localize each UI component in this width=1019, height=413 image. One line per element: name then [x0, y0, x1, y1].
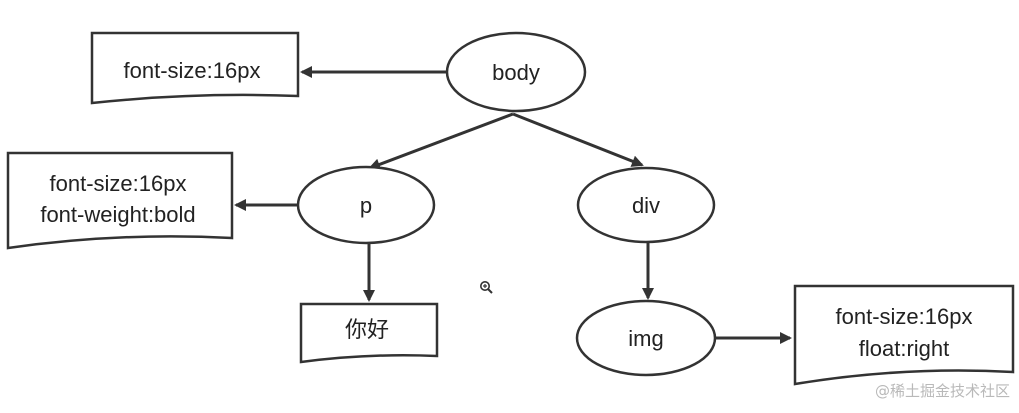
style-body-text: font-size:16px	[124, 58, 261, 83]
node-body	[445, 31, 587, 113]
zoom-in-cursor-icon	[480, 281, 493, 294]
style-box-body	[90, 31, 300, 105]
node-div-label: div	[632, 193, 660, 218]
node-img-label: img	[628, 326, 663, 351]
style-text-content: 你好	[345, 318, 389, 343]
node-p	[296, 165, 436, 245]
node-div	[576, 166, 716, 244]
watermark-text: @稀土掘金技术社区	[875, 382, 1010, 400]
node-body-label: body	[492, 60, 540, 85]
style-p-line2: font-weight:bold	[40, 202, 195, 227]
node-p-label: p	[360, 193, 372, 218]
edge-body-to-p	[368, 112, 514, 171]
edge-body-to-div	[512, 112, 644, 167]
style-box-p	[6, 151, 234, 250]
style-box-text	[299, 302, 439, 364]
style-img-line2: float:right	[859, 336, 950, 361]
style-box-img	[793, 284, 1015, 386]
node-img	[575, 299, 717, 377]
style-img-line1: font-size:16px	[836, 304, 973, 329]
style-p-line1: font-size:16px	[50, 171, 187, 196]
